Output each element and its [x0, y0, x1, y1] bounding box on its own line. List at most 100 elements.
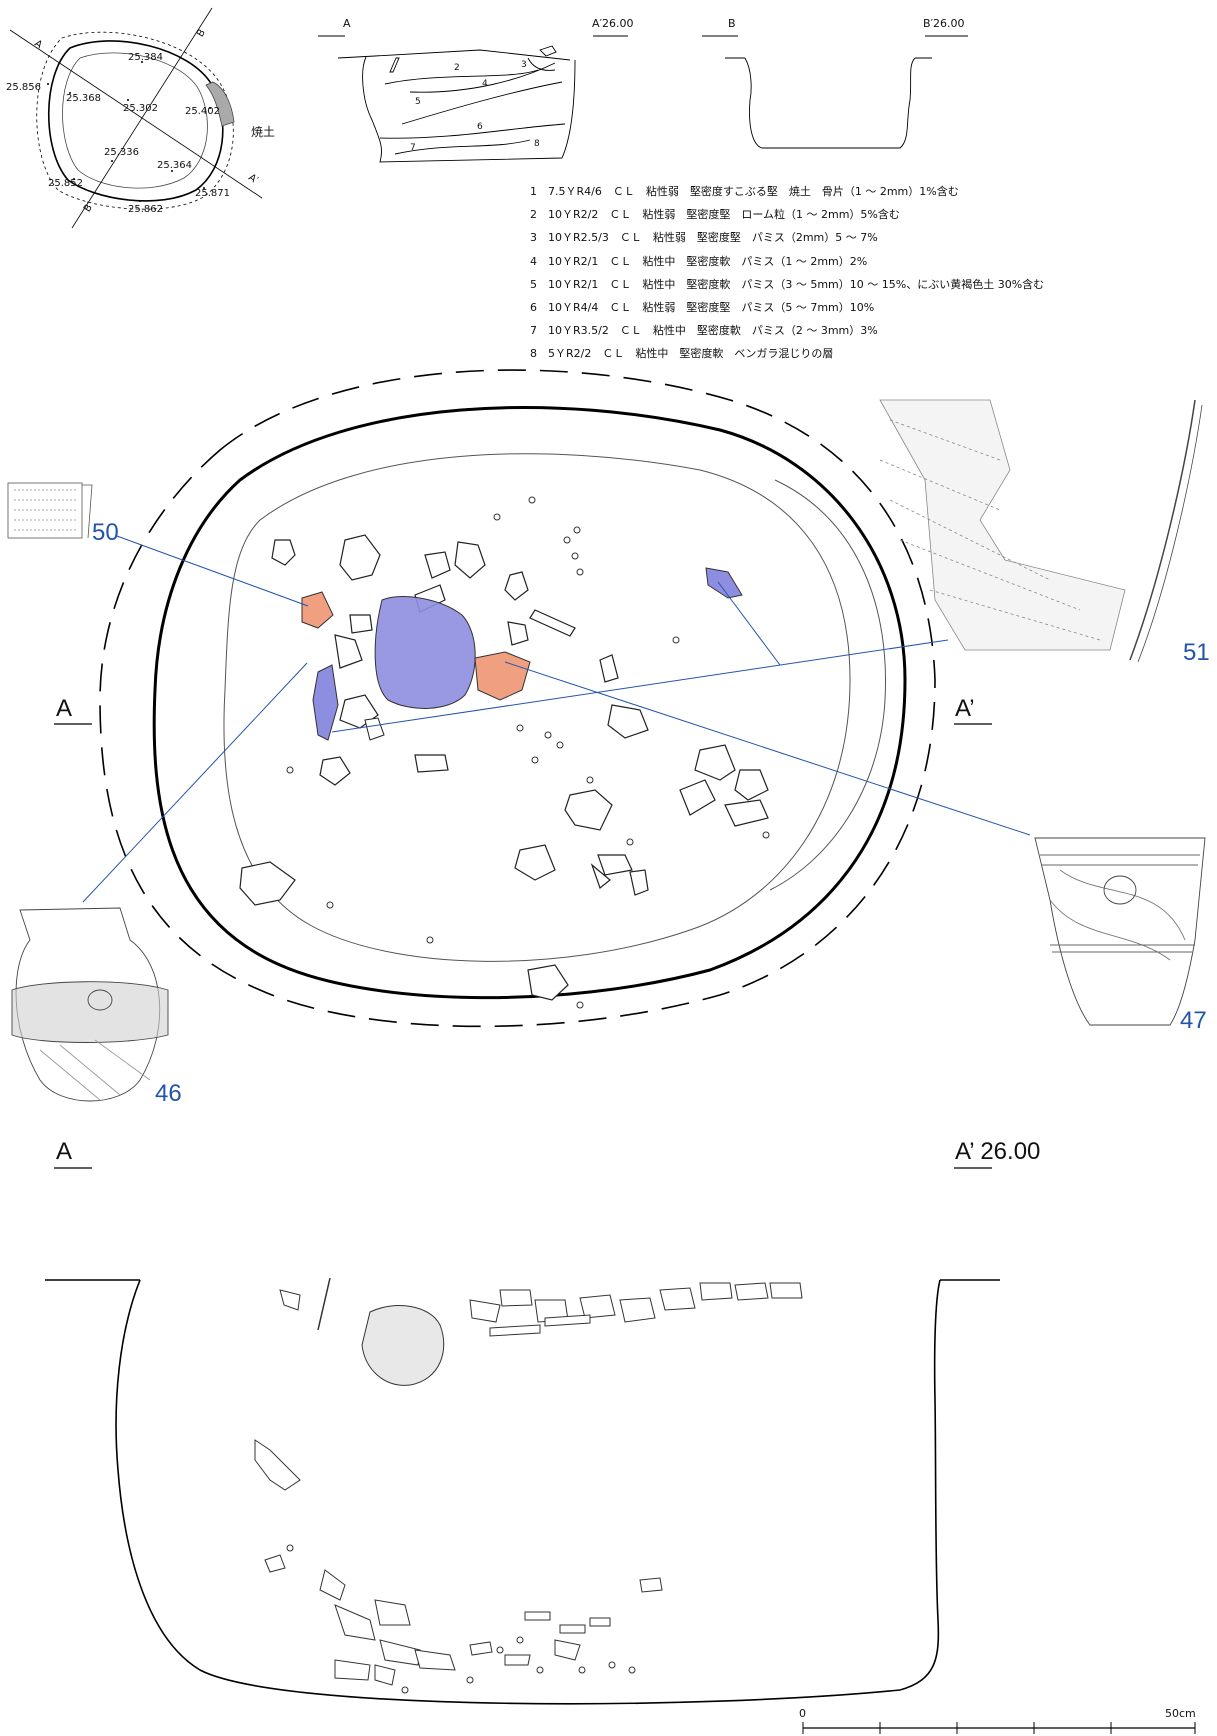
- artifact-46-drawing: [11, 907, 169, 1102]
- potsherd: [629, 869, 649, 896]
- profile-potsherd: [414, 1649, 456, 1671]
- profile-potsherd: [524, 1611, 551, 1621]
- artifact-50-sherd: [301, 591, 334, 629]
- small-plan-burnt-soil: [205, 81, 235, 127]
- stones: [286, 496, 770, 1009]
- section-A: [318, 35, 628, 163]
- artifact-51-drawing: [879, 399, 1203, 663]
- section-mark-B: B: [195, 27, 208, 39]
- layer-number: 2: [454, 63, 460, 73]
- legend-row: 1 7.5ＹR4/6 ＣＬ 粘性弱 堅密度すこぶる堅 焼土 骨片（1 ～ 2mm…: [530, 185, 959, 198]
- elevation-label: 25.852: [48, 178, 83, 189]
- layer-number: 4: [482, 79, 488, 89]
- layer-number: 7: [410, 143, 416, 153]
- layer-number: 8: [534, 139, 540, 149]
- scale-end: 50cm: [1165, 1707, 1196, 1720]
- leader-line-51b: [717, 581, 781, 666]
- profile-artifacts: [254, 1277, 803, 1686]
- legend-row: 2 10ＹR2/2 ＣＬ 粘性弱 堅密度堅 ローム粒（1 ～ 2mm）5%含む: [530, 208, 900, 222]
- section-B-right-label: B′26.00: [923, 17, 965, 30]
- potsherd: [597, 854, 633, 876]
- main-plan: [99, 369, 936, 1028]
- profile-pit-outline: [115, 1279, 941, 1705]
- highlighted-artifacts: [301, 567, 743, 741]
- profile-potsherd: [469, 1641, 493, 1656]
- profile-potsherd: [334, 1604, 376, 1641]
- section-A-ground-line: [337, 49, 571, 61]
- profile-section: [45, 1279, 1000, 1705]
- profile-potsherd: [559, 1624, 586, 1634]
- profile-vessel: [361, 1305, 445, 1386]
- sherd-scatter: [239, 534, 769, 1001]
- legend-row: 3 10ＹR2.5/3 ＣＬ 粘性弱 堅密度堅 パミス（2mm）5 ～ 7%: [530, 231, 878, 245]
- profile-potsherd: [334, 1659, 371, 1681]
- profile-potsherd: [319, 1569, 346, 1601]
- section-A-layer-boundary: [409, 62, 556, 93]
- section-line-A-small: [9, 29, 263, 199]
- profile-stones: [286, 1544, 636, 1694]
- potsherd: [527, 964, 569, 1001]
- potsherd: [679, 779, 716, 816]
- section-A-shard: [539, 45, 557, 57]
- legend-row: 7 10ＹR3.5/2 ＣＬ 粘性中 堅密度軟 パミス（2 ～ 3mm）3%: [530, 324, 878, 338]
- potsherd: [339, 534, 381, 581]
- legend-row: 8 5ＹR2/2 ＣＬ 粘性中 堅密度軟 ベンガラ混じりの層: [530, 347, 834, 361]
- small-plan-outer-outline: [48, 40, 224, 202]
- pit-dashed-outline: [99, 369, 936, 1028]
- artifact-label-50: 50: [92, 519, 119, 546]
- scale-labels: 0 50cm: [799, 1707, 1196, 1720]
- leader-line-46: [82, 662, 308, 903]
- main-section-left: A: [56, 695, 72, 722]
- main-plan-section-labels: A A’: [56, 695, 975, 722]
- artifact-label-51: 51: [1183, 639, 1210, 666]
- layer-number: 6: [477, 122, 483, 132]
- artifact-label-47: 47: [1180, 1007, 1207, 1034]
- main-plan-labels: 50 51 46 47: [92, 519, 1210, 1107]
- legend-row: 4 10ＹR2/1 ＣＬ 粘性中 堅密度軟 パミス（1 ～ 2mm）2%: [530, 254, 868, 268]
- elevation-label: 25.402: [185, 106, 220, 117]
- potsherd: [599, 654, 619, 683]
- potsherd: [334, 634, 363, 669]
- profile-potsherd: [504, 1654, 531, 1666]
- section-A-layer-boundary: [401, 81, 563, 125]
- potsherd: [529, 609, 576, 637]
- pit-inner-step: [769, 479, 887, 891]
- potsherd: [319, 756, 351, 786]
- section-A-layer-boundary: [384, 69, 539, 85]
- artifact-50-drawing: [7, 482, 93, 539]
- section-A-pit-outline: [362, 56, 576, 163]
- section-mark-A-prime: A′: [246, 172, 260, 187]
- soil-layer-legend: 1 7.5ＹR4/6 ＣＬ 粘性弱 堅密度すこぶる堅 焼土 骨片（1 ～ 2mm…: [530, 180, 1044, 366]
- potsherd: [564, 789, 613, 831]
- potsherd: [271, 539, 296, 566]
- layer-number: 3: [521, 60, 527, 70]
- potsherd: [734, 769, 769, 801]
- small-plan-points: [47, 61, 211, 202]
- potsherd: [514, 844, 556, 881]
- potsherd: [507, 621, 529, 646]
- section-A-layer-boundary: [379, 123, 566, 139]
- elevation-label: 25.364: [157, 160, 192, 171]
- section-B-left-label: B: [728, 17, 736, 30]
- section-A-left-label: A: [343, 17, 351, 30]
- artifact-46-sherd: [312, 664, 339, 741]
- leader-line-50: [116, 535, 309, 607]
- elevation-label: 25.368: [66, 93, 101, 104]
- small-plan-dashed-outline: [36, 31, 234, 210]
- small-plan: [9, 7, 263, 229]
- artifact-label-46: 46: [155, 1080, 182, 1107]
- section-A-text: A A′26.00 2 3 4 5 6 7 8: [343, 17, 634, 153]
- leader-line-51: [331, 639, 949, 733]
- legend-row: 5 10ＹR2/1 ＣＬ 粘性中 堅密度軟 パミス（3 ～ 5mm）10 ～ 1…: [530, 277, 1045, 291]
- potsherd: [364, 717, 385, 741]
- section-B-text: B B′26.00: [728, 17, 965, 30]
- profile-potsherd: [639, 1577, 663, 1593]
- section-A-right-label: A′26.00: [592, 17, 634, 30]
- profile-left-label: A: [56, 1138, 72, 1165]
- profile-potsherd: [379, 1639, 421, 1666]
- profile-right-label: A’ 26.00: [955, 1138, 1040, 1165]
- potsherd: [504, 571, 529, 601]
- potsherd: [694, 744, 736, 781]
- main-section-right: A’: [955, 695, 975, 722]
